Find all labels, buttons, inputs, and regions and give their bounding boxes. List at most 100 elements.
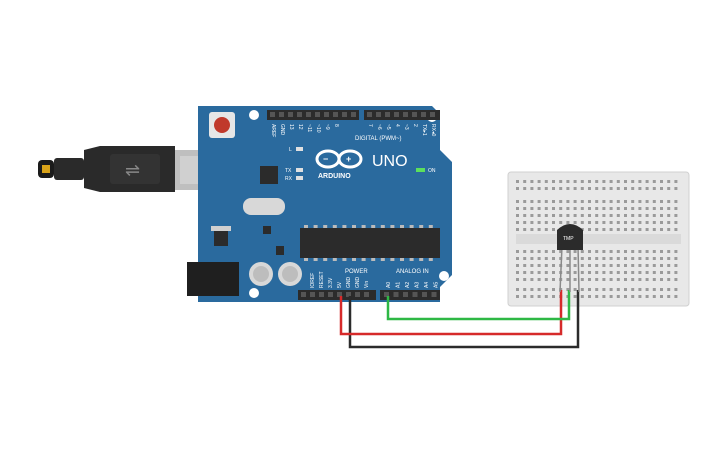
breadboard-hole[interactable] [602, 214, 606, 217]
reset-button[interactable] [209, 112, 235, 138]
breadboard-hole[interactable] [645, 221, 649, 224]
breadboard-hole[interactable] [537, 187, 541, 190]
breadboard-hole[interactable] [616, 221, 620, 224]
breadboard-hole[interactable] [624, 278, 627, 281]
breadboard-hole[interactable] [516, 295, 519, 298]
breadboard-hole[interactable] [523, 187, 527, 190]
breadboard-hole[interactable] [552, 228, 555, 231]
breadboard-hole[interactable] [609, 250, 613, 253]
breadboard-hole[interactable] [638, 271, 642, 274]
breadboard-hole[interactable] [530, 264, 534, 267]
breadboard-hole[interactable] [544, 278, 548, 281]
breadboard-hole[interactable] [573, 187, 577, 190]
breadboard-hole[interactable] [645, 295, 649, 298]
breadboard-hole[interactable] [523, 200, 527, 203]
breadboard-hole[interactable] [588, 228, 591, 231]
breadboard-hole[interactable] [588, 257, 591, 260]
breadboard-hole[interactable] [667, 257, 671, 260]
breadboard-hole[interactable] [537, 288, 541, 291]
breadboard-hole[interactable] [523, 271, 527, 274]
breadboard-hole[interactable] [580, 250, 584, 253]
breadboard-hole[interactable] [595, 228, 599, 231]
breadboard-hole[interactable] [516, 187, 519, 190]
breadboard-hole[interactable] [573, 207, 577, 210]
power-jack[interactable] [187, 262, 239, 296]
breadboard-hole[interactable] [660, 257, 663, 260]
wire-signal[interactable] [386, 290, 571, 321]
breadboard-hole[interactable] [667, 278, 671, 281]
breadboard-hole[interactable] [609, 214, 613, 217]
breadboard-hole[interactable] [544, 180, 548, 183]
breadboard-hole[interactable] [660, 264, 663, 267]
breadboard-hole[interactable] [566, 180, 570, 183]
header-pin[interactable] [364, 292, 369, 297]
breadboard-hole[interactable] [638, 257, 642, 260]
breadboard-hole[interactable] [595, 264, 599, 267]
breadboard-hole[interactable] [609, 278, 613, 281]
breadboard-hole[interactable] [660, 278, 663, 281]
breadboard-hole[interactable] [616, 295, 620, 298]
breadboard-hole[interactable] [667, 250, 671, 253]
breadboard-hole[interactable] [616, 288, 620, 291]
breadboard-hole[interactable] [674, 207, 678, 210]
breadboard-hole[interactable] [580, 257, 584, 260]
breadboard-hole[interactable] [631, 207, 635, 210]
breadboard-hole[interactable] [573, 278, 577, 281]
breadboard-hole[interactable] [595, 250, 599, 253]
breadboard-hole[interactable] [580, 180, 584, 183]
breadboard-hole[interactable] [588, 295, 591, 298]
breadboard-hole[interactable] [660, 187, 663, 190]
header-pin[interactable] [342, 112, 347, 117]
breadboard-hole[interactable] [544, 257, 548, 260]
breadboard-hole[interactable] [638, 214, 642, 217]
breadboard-hole[interactable] [638, 228, 642, 231]
breadboard-hole[interactable] [602, 295, 606, 298]
header-pin[interactable] [351, 112, 356, 117]
breadboard-hole[interactable] [609, 207, 613, 210]
header-pin[interactable] [324, 112, 329, 117]
breadboard-hole[interactable] [624, 187, 627, 190]
breadboard-hole[interactable] [616, 200, 620, 203]
breadboard-hole[interactable] [616, 257, 620, 260]
breadboard-hole[interactable] [544, 271, 548, 274]
breadboard-hole[interactable] [652, 250, 656, 253]
breadboard-hole[interactable] [566, 264, 570, 267]
analog-header[interactable] [380, 290, 440, 300]
breadboard-hole[interactable] [544, 214, 548, 217]
breadboard-hole[interactable] [573, 214, 577, 217]
breadboard-hole[interactable] [530, 278, 534, 281]
breadboard-hole[interactable] [660, 228, 663, 231]
breadboard-hole[interactable] [652, 295, 656, 298]
breadboard-hole[interactable] [516, 214, 519, 217]
breadboard-hole[interactable] [638, 200, 642, 203]
header-pin[interactable] [315, 112, 320, 117]
breadboard-hole[interactable] [638, 180, 642, 183]
breadboard-hole[interactable] [667, 295, 671, 298]
header-pin[interactable] [355, 292, 360, 297]
breadboard-hole[interactable] [602, 187, 606, 190]
breadboard-hole[interactable] [566, 200, 570, 203]
breadboard-hole[interactable] [552, 200, 555, 203]
breadboard-hole[interactable] [552, 257, 555, 260]
breadboard-hole[interactable] [530, 295, 534, 298]
breadboard-hole[interactable] [552, 271, 555, 274]
breadboard-hole[interactable] [638, 288, 642, 291]
breadboard-hole[interactable] [645, 288, 649, 291]
breadboard-hole[interactable] [638, 278, 642, 281]
breadboard-hole[interactable] [552, 264, 555, 267]
breadboard-hole[interactable] [674, 187, 678, 190]
breadboard-hole[interactable] [580, 207, 584, 210]
breadboard-hole[interactable] [537, 295, 541, 298]
breadboard-hole[interactable] [530, 180, 534, 183]
breadboard-hole[interactable] [667, 288, 671, 291]
breadboard-hole[interactable] [652, 228, 656, 231]
breadboard-hole[interactable] [674, 200, 678, 203]
breadboard-hole[interactable] [609, 257, 613, 260]
header-pin[interactable] [328, 292, 333, 297]
breadboard-hole[interactable] [566, 278, 570, 281]
breadboard-hole[interactable] [580, 221, 584, 224]
breadboard-hole[interactable] [674, 288, 678, 291]
breadboard-hole[interactable] [624, 264, 627, 267]
breadboard-hole[interactable] [660, 250, 663, 253]
breadboard-hole[interactable] [652, 278, 656, 281]
